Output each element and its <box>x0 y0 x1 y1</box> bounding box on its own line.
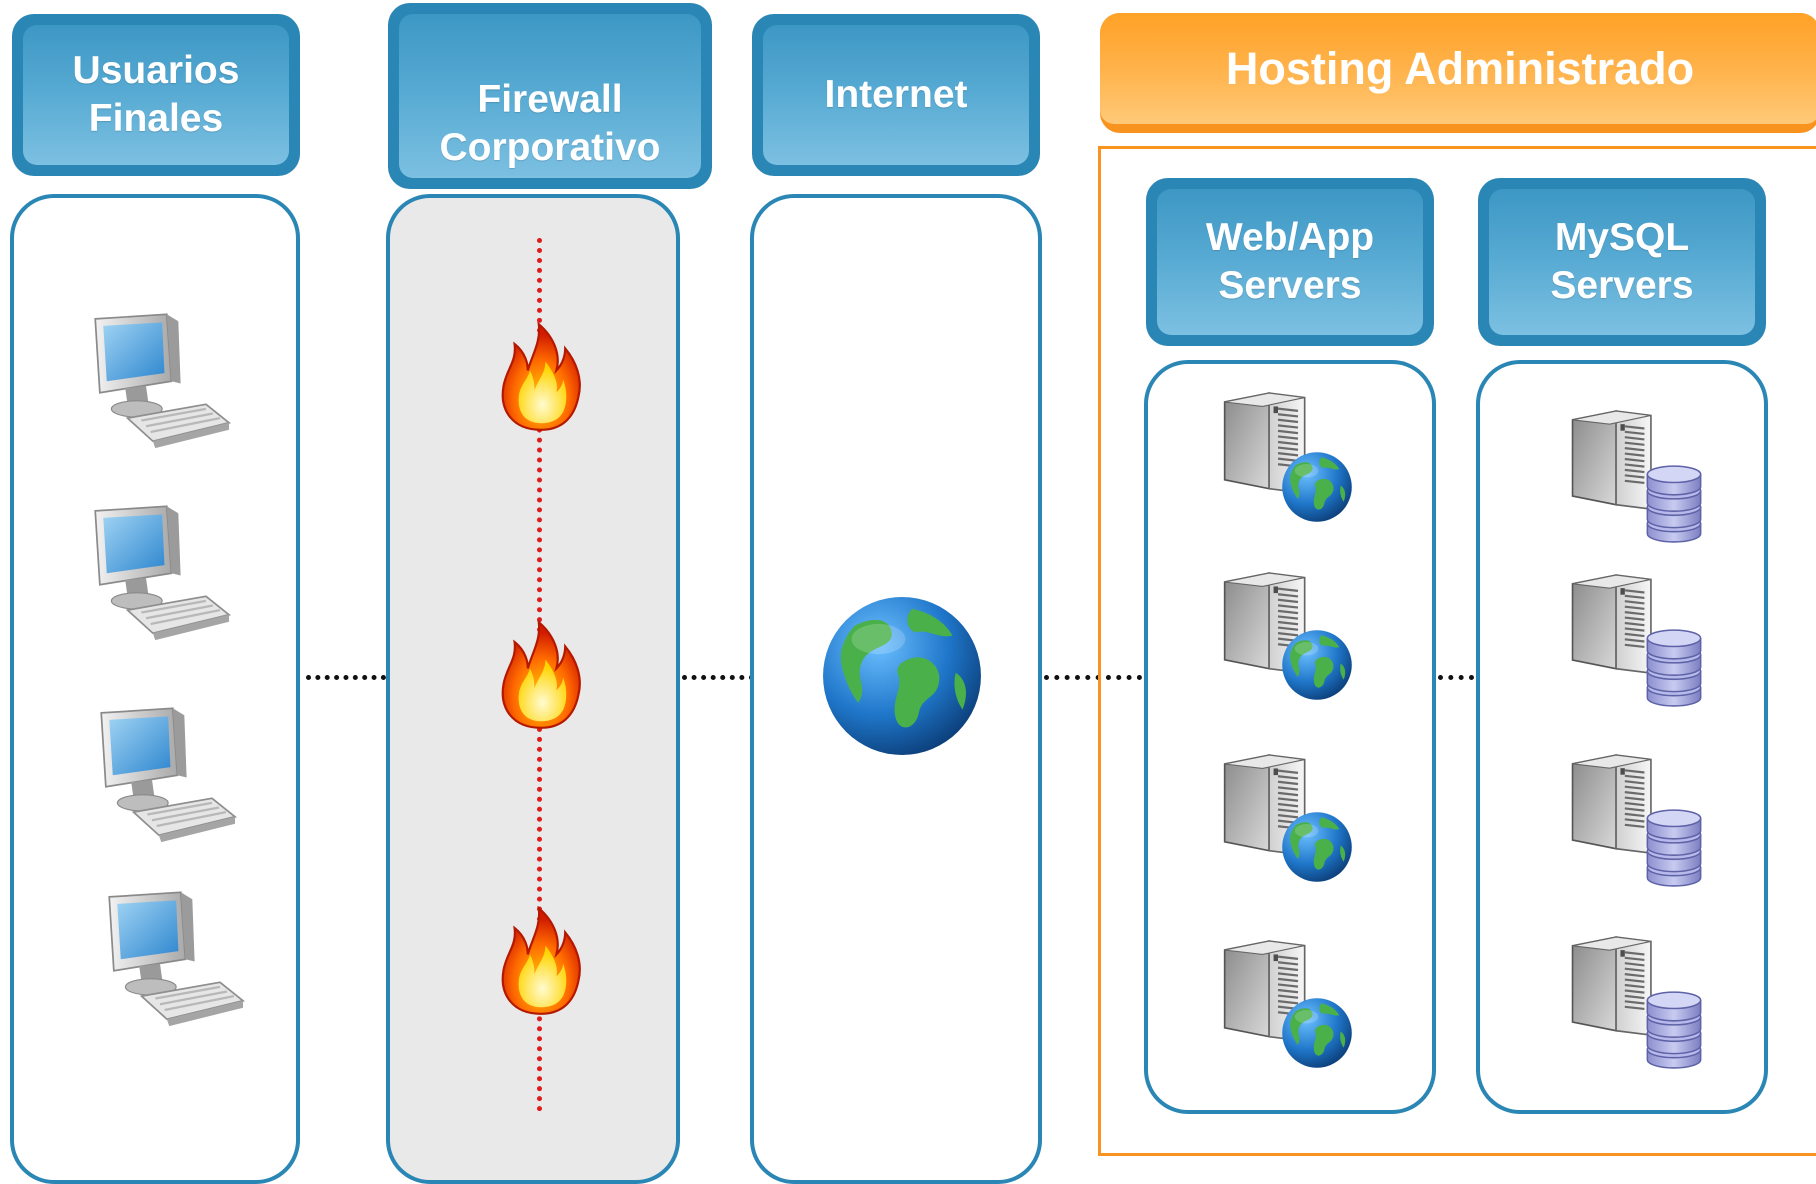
connector-line <box>1044 675 1142 680</box>
header-mysql-line2: Servers <box>1550 264 1694 307</box>
header-hosting-administrado: Hosting Administrado <box>1100 13 1816 133</box>
header-mysql-line1: MySQL <box>1554 216 1690 259</box>
computer-icon <box>86 312 236 462</box>
computer-icon <box>86 504 236 654</box>
computer-icon <box>92 706 242 856</box>
header-webapp-line2: Servers <box>1218 264 1362 307</box>
header-firewall-corporativo: Firewall Corporativo <box>388 3 712 189</box>
flame-icon <box>497 322 585 432</box>
globe-icon <box>1280 450 1354 524</box>
header-internet-label: Internet <box>824 73 968 116</box>
header-usuarios-finales: Usuarios Finales <box>12 14 300 176</box>
header-web-app-servers: Web/App Servers <box>1146 178 1434 346</box>
header-usuarios-line1: Usuarios <box>72 49 240 92</box>
connector-line <box>306 675 386 680</box>
database-icon <box>1634 462 1714 544</box>
flame-icon <box>497 906 585 1016</box>
header-usuarios-line2: Finales <box>88 97 224 140</box>
globe-icon <box>818 592 986 760</box>
header-webapp-line1: Web/App <box>1205 216 1375 259</box>
header-hosting-label: Hosting Administrado <box>1225 42 1695 94</box>
connector-line <box>1438 675 1474 680</box>
computer-icon <box>100 890 250 1040</box>
header-mysql-servers: MySQL Servers <box>1478 178 1766 346</box>
header-firewall-line1: Firewall <box>477 78 623 121</box>
database-icon <box>1634 806 1714 888</box>
flame-icon <box>497 620 585 730</box>
header-internet: Internet <box>752 14 1040 176</box>
database-icon <box>1634 988 1714 1070</box>
column-internet <box>750 194 1042 1184</box>
globe-icon <box>1280 996 1354 1070</box>
database-icon <box>1634 626 1714 708</box>
globe-icon <box>1280 810 1354 884</box>
header-firewall-line2: Corporativo <box>439 126 661 169</box>
globe-icon <box>1280 628 1354 702</box>
connector-line <box>682 675 754 680</box>
